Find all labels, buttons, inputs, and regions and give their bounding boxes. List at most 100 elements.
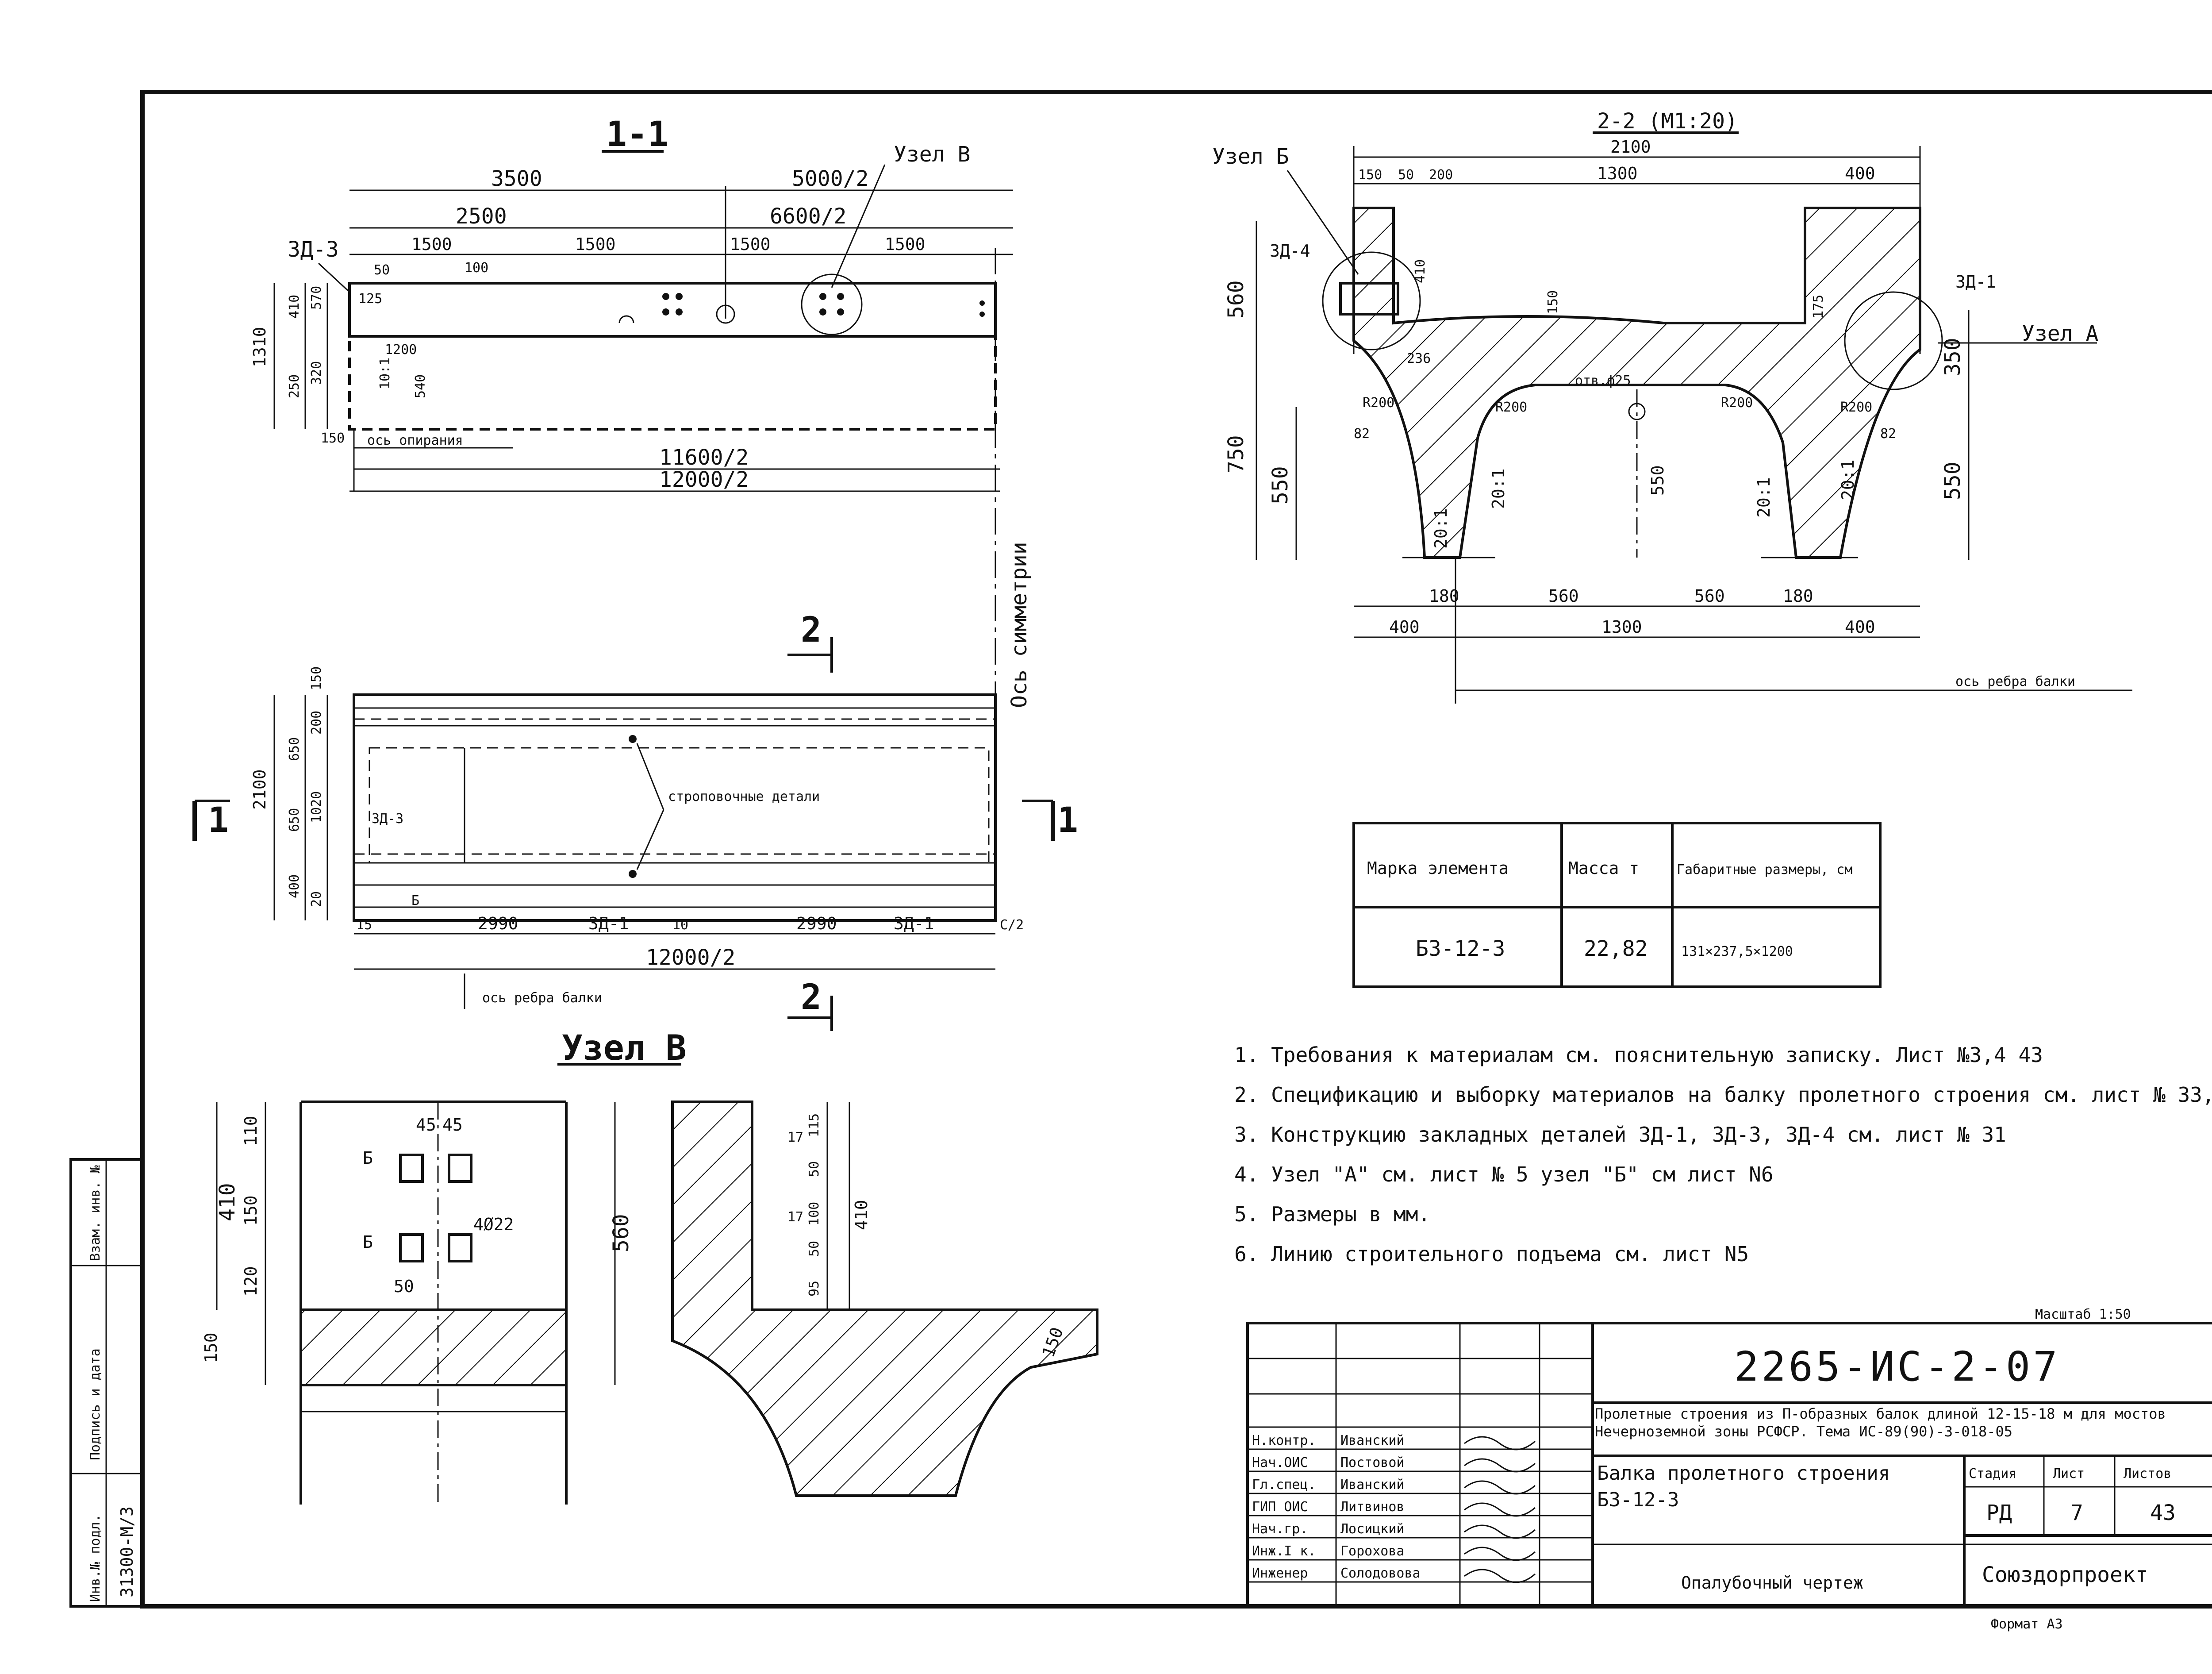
dimension-label: отв.ф25 [1575, 373, 1631, 389]
scale-note: Масштаб 1:50 [2035, 1307, 2131, 1322]
signature-mark [1464, 1569, 1536, 1583]
dimension-label: 320 [309, 361, 324, 385]
dimension-label: Нач.ОИС [1252, 1455, 1308, 1470]
dimension-label: 82 [1880, 426, 1896, 442]
dimension-label: Взам. инв. № [88, 1165, 103, 1261]
dimension-label: 50 [806, 1241, 822, 1257]
signature-mark [1464, 1547, 1536, 1561]
dimension-label: 1300 [1601, 617, 1642, 637]
sheet-frame [140, 90, 2212, 1609]
dim-1500-a: 1500 [411, 235, 452, 254]
dim-11600: 11600/2 [659, 445, 749, 470]
note-5: 5. Размеры в мм. [1234, 1202, 1430, 1226]
dimension-label: 350 [1940, 338, 1965, 376]
dimension-label: Б [411, 893, 419, 908]
dimension-label: 175 [1811, 295, 1826, 319]
dimension-label: 236 [1407, 351, 1431, 366]
element-table: Марка элемента Масса т Габаритные размер… [1352, 822, 1882, 988]
dimension-label: 15 [356, 917, 372, 933]
dimension-label: 560 [1694, 586, 1725, 606]
lifting-details-label: строповочные детали [668, 789, 820, 804]
support-axis-label: ось опирания [367, 433, 463, 448]
symmetry-axis-label: Ось симметрии [1007, 542, 1032, 708]
plan-outline [353, 693, 997, 922]
dimension-label: 50 [806, 1161, 822, 1177]
dimension-label: 10:1 [377, 358, 393, 389]
dim-6600: 6600/2 [770, 204, 846, 229]
dimension-label: 45 [442, 1115, 463, 1135]
beam-flange [348, 282, 997, 338]
dimension-label: 550 [1940, 462, 1965, 500]
dimension-label: 110 [241, 1116, 261, 1146]
dim-3500: 3500 [491, 166, 542, 191]
dimension-label: 12000/2 [646, 945, 735, 970]
dim-1500-c: 1500 [730, 235, 771, 254]
dimension-label: R200 [1840, 400, 1872, 415]
dimension-label: C/2 [1000, 917, 1024, 933]
dimension-label: 2990 [478, 914, 518, 933]
dimension-label: 150 [1545, 290, 1561, 314]
dimension-label: 180 [1429, 586, 1459, 606]
drawing-code: 2265-ИС-2-07 [1734, 1343, 2060, 1390]
dimension-label: 50 [1398, 167, 1414, 183]
dimension-label: Инв.№ подл. [88, 1514, 103, 1602]
table-header-mass: Масса т [1568, 858, 1639, 878]
side-stamp: Инв.№ подл. Подпись и дата Взам. инв. № … [69, 1158, 143, 1608]
dimension-label: 560 [1548, 586, 1579, 606]
dimension-label: 1 [208, 800, 229, 840]
dimension-label: 150 [201, 1332, 221, 1363]
dimension-label: 650 [287, 808, 302, 832]
dimension-label: 100 [806, 1202, 822, 1226]
node-v-title: Узел В [562, 1028, 687, 1068]
dimension-label: R200 [1495, 400, 1527, 415]
dimension-label: 17 [787, 1130, 803, 1145]
dimension-label: Гл.спец. [1252, 1477, 1316, 1493]
table-cell-size: 131×237,5×1200 [1681, 944, 1793, 959]
dimension-label: 550 [1648, 465, 1667, 496]
dimension-label: 82 [1354, 426, 1370, 442]
dimension-label: Иванский [1340, 1477, 1405, 1493]
dimension-label: 95 [806, 1281, 822, 1297]
dimension-label: ЗД-1 [588, 914, 629, 933]
dimension-label: 200 [309, 711, 324, 735]
dimension-label: 560 [1224, 280, 1248, 319]
dimension-label: 750 [1224, 435, 1248, 473]
dimension-label: ЗД-4 [1270, 241, 1310, 261]
beam-plan: 2 2 строповочные детали ЗД-3 Б 1 1 [192, 610, 1078, 1031]
sheet-count: 43 [2150, 1501, 2176, 1525]
beam-rib [348, 335, 997, 431]
dimension-label: 250 [287, 374, 302, 398]
rib-axis-label: ось ребра балки [482, 990, 602, 1006]
section-1-1-title: 1-1 [606, 115, 668, 154]
dimension-label: ГИП ОИС [1252, 1499, 1308, 1515]
organization: Союздорпроект [1982, 1562, 2148, 1587]
notes: 1. Требования к материалам см. пояснител… [1234, 1043, 2212, 1322]
dimension-label: 17 [787, 1209, 803, 1225]
dimension-label: R200 [1721, 395, 1753, 411]
dimension-label: 550 [1268, 466, 1293, 504]
section-2-2: 2-2 (М1:20) 2100 150 50 200 1300 400 Узе… [1212, 109, 2132, 704]
dimension-label: ЗД-1 [1955, 272, 1996, 292]
dimension-label: Лосицкий [1340, 1521, 1405, 1537]
dimension-label: 10 [672, 917, 688, 933]
dimension-label: 650 [287, 737, 302, 761]
dimension-label: 2 [801, 977, 822, 1017]
dimension-label: 180 [1783, 586, 1813, 606]
dimension-label: 400 [287, 874, 302, 898]
dimension-label: 540 [413, 374, 428, 398]
inventory-number: 31300-М/3 [117, 1506, 137, 1597]
dimension-label: 45 [416, 1115, 436, 1135]
dimension-label: 400 [1845, 164, 1875, 183]
dim-1500-b: 1500 [575, 235, 616, 254]
dimension-label: 20:1 [1489, 468, 1508, 509]
dimension-label: 20:1 [1754, 477, 1774, 518]
note-4: 4. Узел "А" см. лист № 5 узел "Б" см лис… [1234, 1162, 1774, 1186]
note-3: 3. Конструкцию закладных деталей ЗД-1, З… [1234, 1123, 2006, 1147]
dimension-label: 150 [309, 666, 324, 690]
dimension-label: 410 [287, 295, 302, 319]
sheet-number: 7 [2070, 1501, 2083, 1525]
signature-mark [1464, 1502, 1536, 1517]
dimension-label: Постовой [1340, 1455, 1405, 1470]
